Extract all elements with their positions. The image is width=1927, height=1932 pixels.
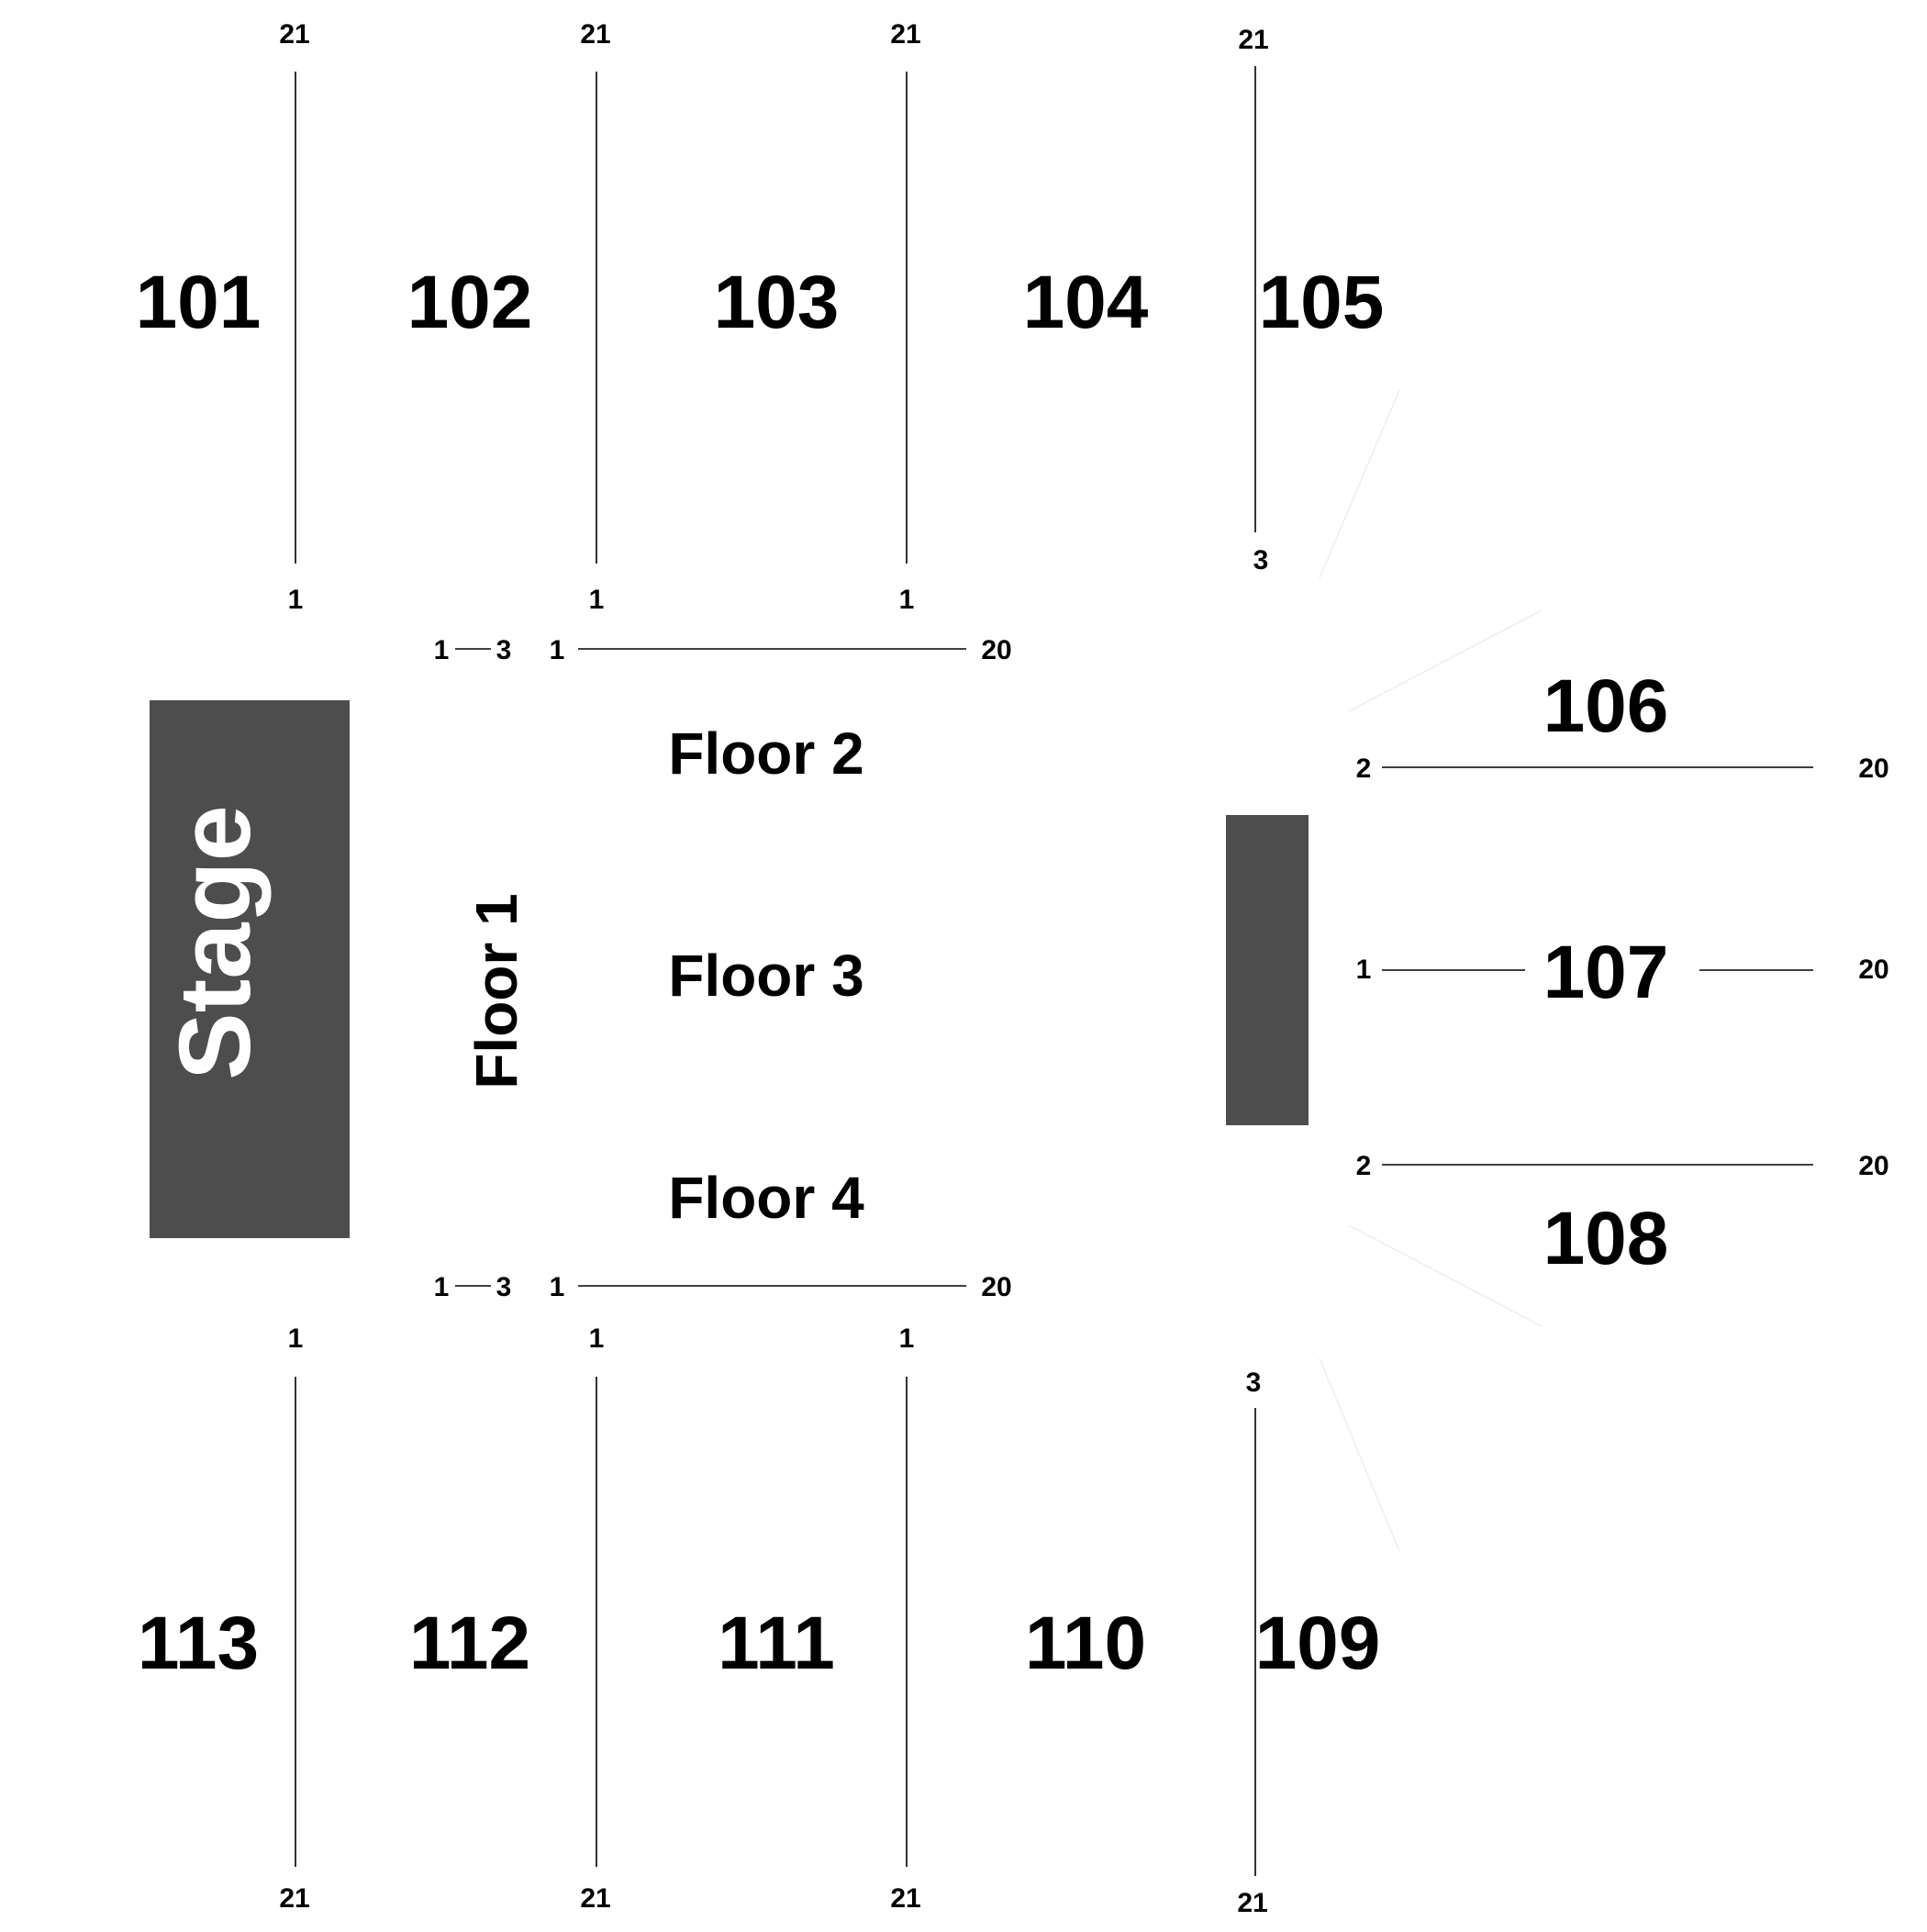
row-label: 2 <box>1356 754 1372 784</box>
stage-area[interactable] <box>150 700 350 1238</box>
row-label: 21 <box>279 1883 309 1914</box>
section-107[interactable]: 107 <box>1543 931 1669 1014</box>
divider-112-111: 1 21 <box>580 1323 610 1914</box>
faint-line <box>1348 609 1543 712</box>
divider-104-105: 21 3 <box>1238 25 1268 575</box>
row-label: 1 <box>589 1323 605 1354</box>
section-101[interactable]: 101 <box>136 261 262 344</box>
section-104[interactable]: 104 <box>1023 261 1149 344</box>
row-label: 21 <box>279 19 309 50</box>
mix-position[interactable] <box>1226 815 1309 1125</box>
row-label: 21 <box>580 1883 610 1914</box>
section-109[interactable]: 109 <box>1255 1602 1381 1685</box>
row-label: 21 <box>890 1883 920 1914</box>
row-label: 21 <box>1237 1888 1267 1918</box>
row-label: 3 <box>496 1272 512 1302</box>
divider-101-102: 21 1 <box>279 19 309 615</box>
row-label: 20 <box>1858 1151 1888 1181</box>
row-label: 1 <box>1356 955 1372 985</box>
divider-107-108: 2 20 <box>1356 1151 1889 1181</box>
row-label: 20 <box>981 1272 1011 1302</box>
row-label: 21 <box>890 19 920 50</box>
row-label: 2 <box>1356 1151 1372 1181</box>
section-111[interactable]: 111 <box>718 1602 835 1685</box>
divider-103-104: 21 1 <box>890 19 920 615</box>
divider-106-107: 2 20 <box>1356 754 1889 784</box>
stage-label: Stage <box>159 805 272 1080</box>
faint-line <box>1319 389 1400 579</box>
faint-line <box>1319 1357 1400 1552</box>
floor-4-label[interactable]: Floor 4 <box>668 1165 864 1231</box>
section-106[interactable]: 106 <box>1543 664 1669 748</box>
divider-111-110: 1 21 <box>890 1323 920 1914</box>
section-113[interactable]: 113 <box>138 1602 259 1685</box>
row-label: 1 <box>550 1272 565 1302</box>
row-label: 1 <box>434 635 450 665</box>
row-label: 1 <box>434 1272 450 1302</box>
row-label: 3 <box>496 635 512 665</box>
section-103[interactable]: 103 <box>714 261 840 344</box>
row-label: 20 <box>1858 955 1888 985</box>
row-label: 3 <box>1246 1368 1262 1398</box>
section-110[interactable]: 110 <box>1025 1602 1146 1685</box>
section-108[interactable]: 108 <box>1543 1197 1669 1280</box>
floor-top-row-markers: 1 3 1 20 <box>434 635 1012 665</box>
row-107: 1 20 <box>1356 955 1889 985</box>
section-102[interactable]: 102 <box>407 261 533 344</box>
row-label: 1 <box>589 585 605 615</box>
row-label: 3 <box>1253 545 1269 575</box>
faint-line <box>1348 1224 1543 1327</box>
divider-113-112: 1 21 <box>279 1323 309 1914</box>
divider-110-109: 3 21 <box>1237 1368 1267 1918</box>
row-label: 1 <box>288 1323 304 1354</box>
row-label: 21 <box>1238 25 1268 55</box>
faint-boundaries <box>1319 389 1543 1552</box>
divider-102-103: 21 1 <box>580 19 610 615</box>
floor-2-label[interactable]: Floor 2 <box>668 720 863 787</box>
row-label: 1 <box>899 1323 915 1354</box>
row-label: 20 <box>981 635 1011 665</box>
section-105[interactable]: 105 <box>1259 261 1385 344</box>
floor-bottom-row-markers: 1 3 1 20 <box>434 1272 1012 1302</box>
row-label: 21 <box>580 19 610 50</box>
floor-3-label[interactable]: Floor 3 <box>668 943 863 1009</box>
section-112[interactable]: 112 <box>409 1602 530 1685</box>
row-label: 1 <box>899 585 915 615</box>
row-label: 1 <box>550 635 565 665</box>
row-label: 1 <box>288 585 304 615</box>
floor-1-label[interactable]: Floor 1 <box>463 893 529 1089</box>
row-label: 20 <box>1858 754 1888 784</box>
